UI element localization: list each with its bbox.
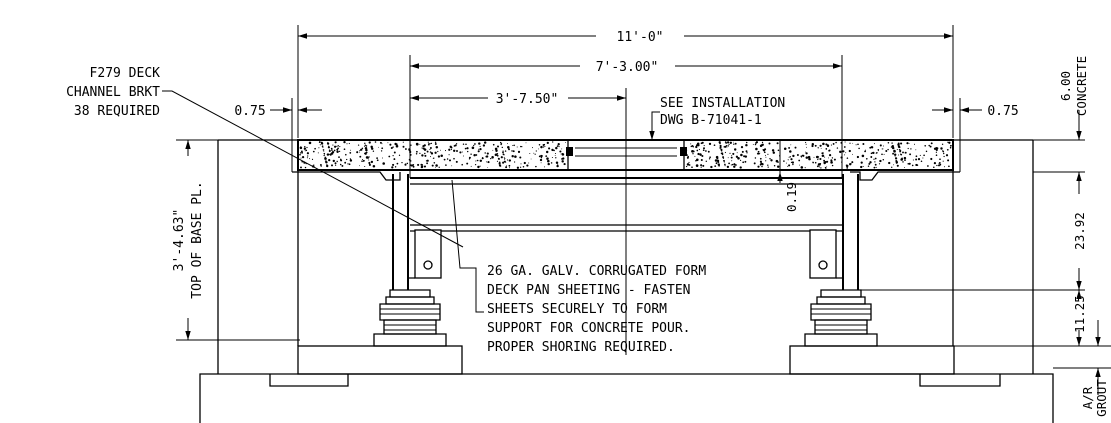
bracket-note-line2: CHANNEL BRKT	[66, 85, 160, 100]
install-note-line2: DWG B-71041-1	[660, 113, 762, 128]
form-note-line4: SUPPORT FOR CONCRETE POUR.	[487, 321, 691, 336]
height-value-label: 3'-4.63"	[172, 209, 187, 272]
dimension-inner: 7'-3.00"	[409, 55, 843, 178]
overall-width-label: 11'-0"	[617, 30, 664, 45]
half-width-label: 3'-7.50"	[496, 92, 559, 107]
dimension-left-height: 3'-4.63" TOP OF BASE PL.	[172, 139, 300, 341]
dimension-offset-left: 0.75	[234, 98, 322, 172]
inner-width-label: 7'-3.00"	[596, 60, 659, 75]
beam-depth-label: 23.92	[1072, 212, 1087, 250]
grout-label-2: GROUT	[1094, 379, 1109, 417]
dimension-overall: 11'-0"	[297, 25, 954, 138]
bracket-note-line1: F279 DECK	[90, 66, 161, 81]
form-note-line3: SHEETS SECURELY TO FORM	[487, 302, 667, 317]
pedestal-right	[804, 289, 878, 347]
pedestal-left	[373, 289, 447, 347]
form-note-line1: 26 GA. GALV. CORRUGATED FORM	[487, 264, 706, 279]
right-offset-label: 0.75	[987, 104, 1018, 119]
concrete-label: CONCRETE	[1074, 56, 1089, 116]
dimension-pan-depth: 0.19	[777, 140, 799, 212]
pan-depth-label: 0.19	[784, 182, 799, 212]
pedestal-height-label: 11.25	[1072, 295, 1087, 333]
grout-label: A/R	[1080, 386, 1095, 409]
dimension-half: 3'-7.50"	[410, 92, 626, 107]
form-note-line2: DECK PAN SHEETING - FASTEN	[487, 283, 691, 298]
form-note-line5: PROPER SHORING REQUIRED.	[487, 340, 675, 355]
installation-note: SEE INSTALLATION DWG B-71041-1	[649, 96, 785, 140]
install-note-line1: SEE INSTALLATION	[660, 96, 785, 111]
bracket-note: F279 DECK CHANNEL BRKT 38 REQUIRED	[66, 66, 464, 248]
dimension-offset-right: 0.75	[932, 98, 1019, 172]
concrete-speckle	[299, 140, 952, 169]
dimension-right-verticals: 6.00 CONCRETE 23.92 11.25 A/R GROUT	[858, 56, 1111, 417]
left-offset-label: 0.75	[234, 104, 265, 119]
form-deck-note: 26 GA. GALV. CORRUGATED FORM DECK PAN SH…	[451, 179, 706, 355]
bracket-note-line3: 38 REQUIRED	[74, 104, 160, 119]
height-label: TOP OF BASE PL.	[190, 181, 205, 298]
foundation	[199, 345, 1054, 423]
concrete-depth-label: 6.00	[1058, 71, 1073, 101]
